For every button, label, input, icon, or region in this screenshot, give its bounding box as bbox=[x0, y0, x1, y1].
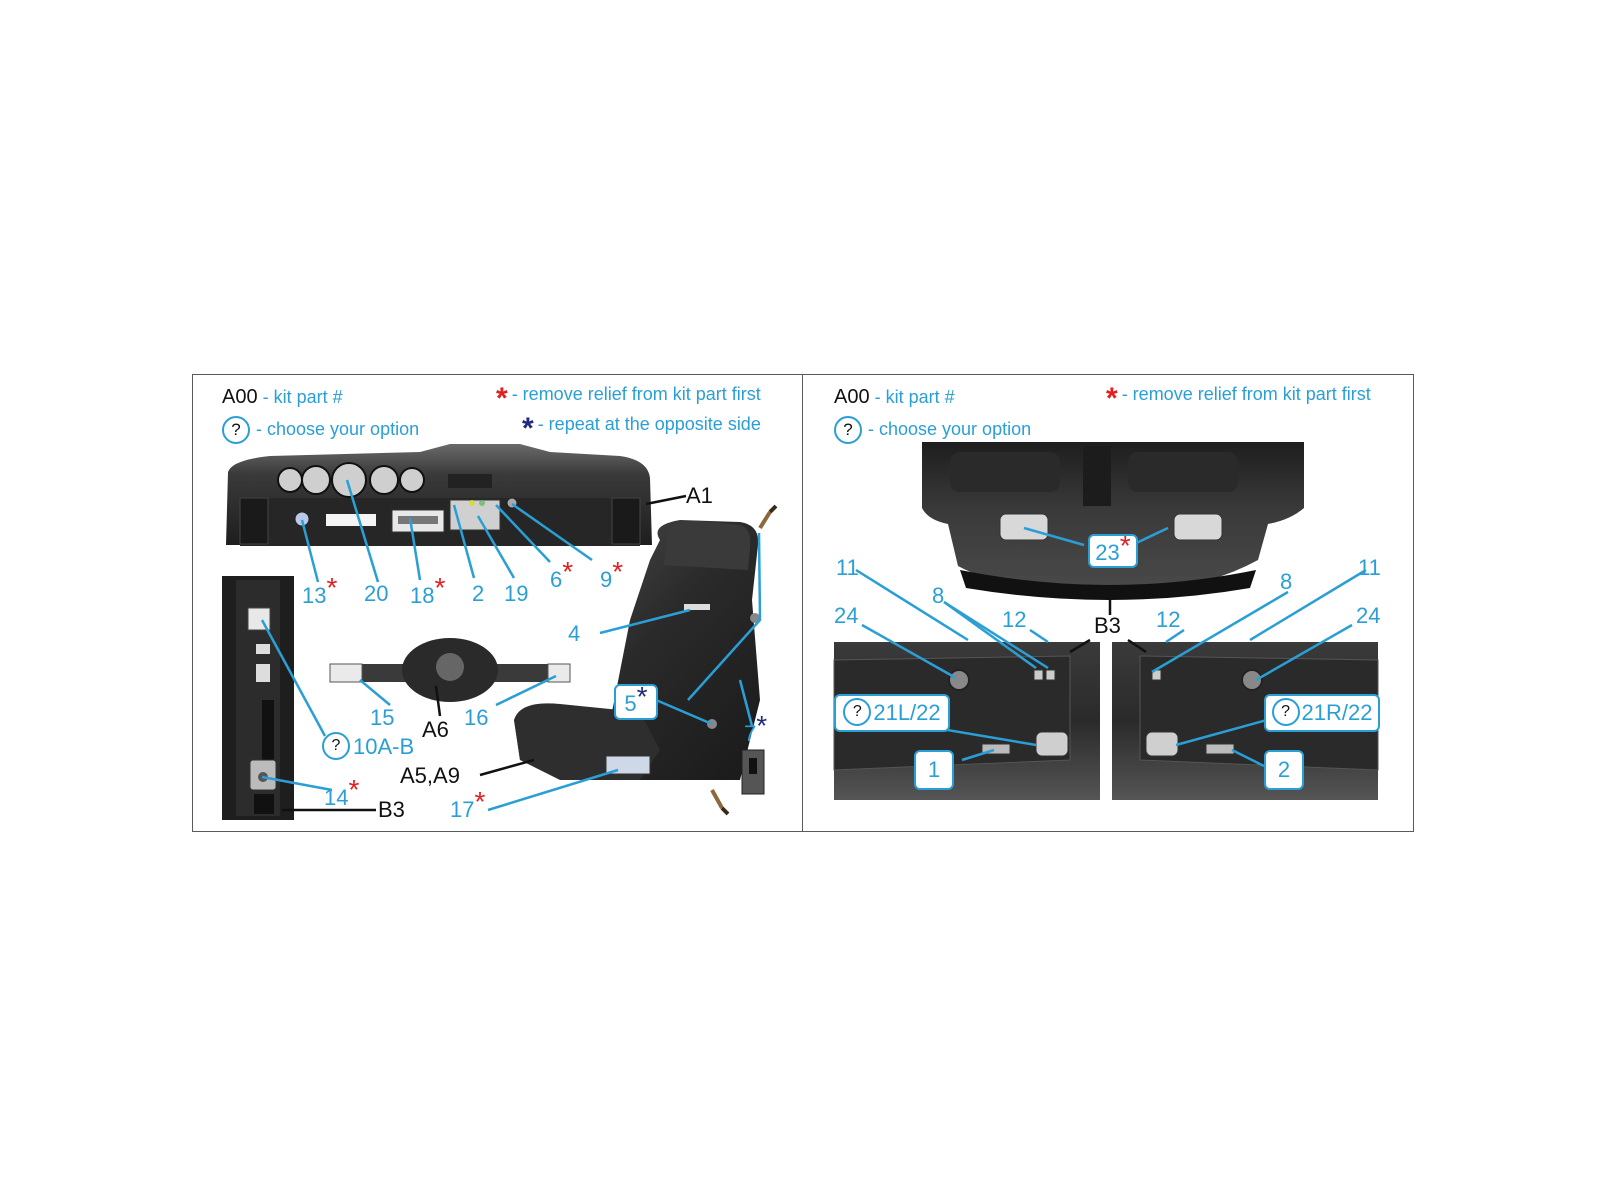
label-1-box: 1 bbox=[914, 750, 954, 790]
label-23-box: 23* bbox=[1088, 531, 1138, 568]
label-12-left: 12 bbox=[1002, 607, 1027, 632]
kit-part-code: A00 bbox=[222, 386, 258, 408]
label-24-left: 24 bbox=[834, 603, 859, 628]
label-6: 6* bbox=[550, 556, 574, 592]
label-7: 7* bbox=[744, 710, 768, 746]
remove-text: - remove relief from kit part first bbox=[1121, 384, 1371, 404]
rear-panel-image bbox=[922, 442, 1304, 600]
label-b3-left: B3 bbox=[378, 797, 405, 822]
legend-repeat-left: *- repeat at the opposite side bbox=[522, 410, 761, 444]
label-12-right: 12 bbox=[1156, 607, 1181, 632]
label-24-right: 24 bbox=[1356, 603, 1381, 628]
label-15: 15 bbox=[370, 705, 395, 730]
kit-part-text: - kit part # bbox=[874, 387, 955, 407]
label-14: 14* bbox=[324, 774, 360, 810]
label-10a-b: ?10A-B bbox=[322, 732, 414, 762]
navy-star-icon: * bbox=[636, 681, 648, 712]
label-4: 4 bbox=[568, 621, 581, 646]
red-star-icon: * bbox=[562, 556, 574, 587]
navy-star-icon: * bbox=[756, 710, 768, 741]
label-11-left: 11 bbox=[836, 555, 859, 580]
legend-remove-right: *- remove relief from kit part first bbox=[1106, 380, 1371, 414]
label-2: 2 bbox=[472, 581, 485, 606]
red-star-icon: * bbox=[496, 382, 508, 415]
seat-image bbox=[514, 504, 778, 816]
label-8-right: 8 bbox=[1280, 569, 1293, 594]
label-8-left: 8 bbox=[932, 583, 945, 608]
legend-remove-left: *- remove relief from kit part first bbox=[496, 380, 761, 414]
label-21l-22-box: ?21L/22 bbox=[834, 694, 950, 732]
leader-lines-blue bbox=[260, 479, 1367, 812]
option-text: - choose your option bbox=[868, 419, 1032, 439]
legend-kit-part-left: A00 - kit part # bbox=[222, 386, 343, 408]
legend-kit-part-right: A00 - kit part # bbox=[834, 386, 955, 408]
red-star-icon: * bbox=[1119, 530, 1131, 561]
label-9: 9* bbox=[600, 556, 624, 592]
option-circle-icon: ? bbox=[834, 416, 862, 444]
kit-part-code: A00 bbox=[834, 386, 870, 408]
option-circle-icon: ? bbox=[322, 732, 350, 760]
label-13: 13* bbox=[302, 572, 338, 608]
legend-option-right: ? - choose your option bbox=[834, 416, 1031, 444]
red-star-icon: * bbox=[326, 572, 338, 603]
red-star-icon: * bbox=[348, 774, 360, 805]
dashboard-image bbox=[226, 444, 652, 546]
label-5-box: 5* bbox=[614, 681, 658, 720]
label-18: 18* bbox=[410, 572, 446, 608]
option-circle-icon: ? bbox=[1271, 698, 1300, 727]
option-text: - choose your option bbox=[256, 419, 420, 439]
label-21r-22-box: ?21R/22 bbox=[1264, 694, 1380, 732]
option-circle-icon: ? bbox=[222, 416, 250, 444]
red-star-icon: * bbox=[474, 786, 486, 817]
label-20: 20 bbox=[364, 581, 389, 606]
option-circle-icon: ? bbox=[843, 698, 872, 727]
label-16: 16 bbox=[464, 705, 489, 730]
navy-star-icon: * bbox=[522, 412, 534, 445]
legend-option-left: ? - choose your option bbox=[222, 416, 419, 444]
label-11-right: 11 bbox=[1358, 555, 1381, 580]
label-a1: A1 bbox=[686, 483, 713, 508]
leader-lines-black bbox=[282, 494, 1147, 812]
label-b3-right: B3 bbox=[1094, 613, 1121, 638]
label-a6: A6 bbox=[422, 717, 449, 742]
label-17: 17* bbox=[450, 786, 486, 822]
label-a5-a9: A5,A9 bbox=[400, 763, 460, 788]
label-19: 19 bbox=[504, 581, 529, 606]
panel-divider bbox=[802, 374, 803, 832]
red-star-icon: * bbox=[434, 572, 446, 603]
console-strip-image bbox=[222, 576, 294, 820]
label-2-box: 2 bbox=[1264, 750, 1304, 790]
repeat-text: - repeat at the opposite side bbox=[537, 414, 761, 434]
steering-stalk-image bbox=[329, 638, 571, 702]
remove-text: - remove relief from kit part first bbox=[511, 384, 761, 404]
kit-part-text: - kit part # bbox=[262, 387, 343, 407]
red-star-icon: * bbox=[1106, 382, 1118, 415]
red-star-icon: * bbox=[612, 556, 624, 587]
